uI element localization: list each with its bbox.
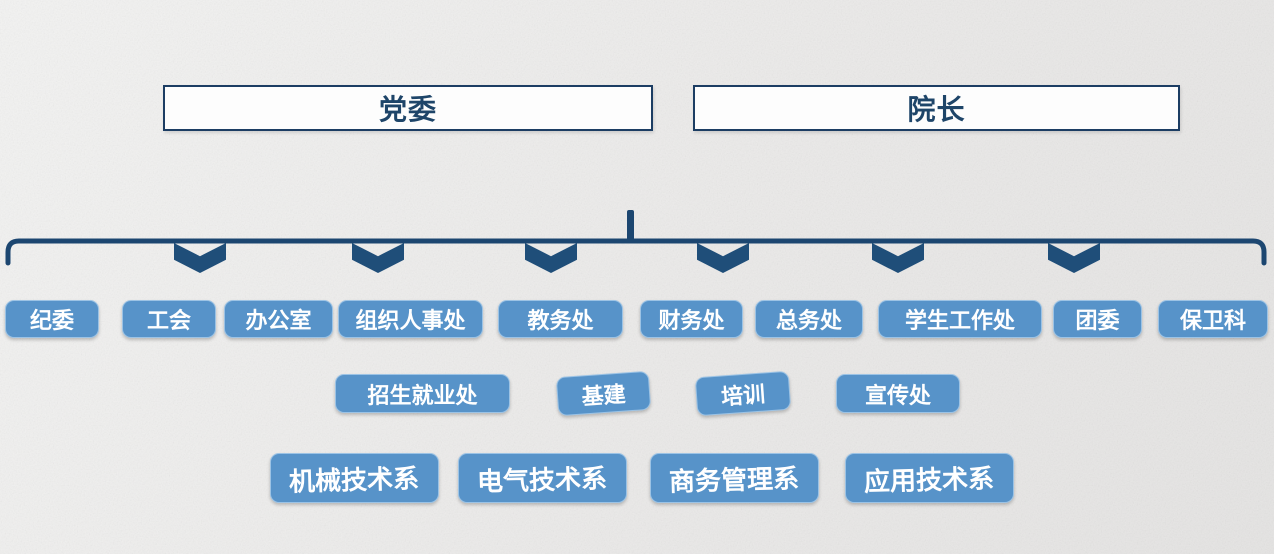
dept-box-security: 保卫科: [1158, 300, 1268, 338]
dept-box-general-office: 办公室: [224, 300, 333, 338]
dept-label: 应用技术系: [864, 462, 995, 497]
dept-box-labor-union: 工会: [122, 300, 216, 338]
dept-box-general-services: 总务处: [755, 300, 863, 338]
top-box-dean: 院长: [693, 85, 1180, 131]
chevron-down-icon: [872, 243, 924, 273]
chevron-down-icon: [174, 243, 226, 273]
chevron-down-icon: [525, 243, 577, 273]
dept-box-electrical-tech: 电气技术系: [458, 453, 627, 503]
dept-label: 机械技术系: [289, 462, 420, 497]
dept-box-training: 培训: [694, 370, 792, 417]
top-box-party-committee: 党委: [163, 85, 653, 131]
dept-box-org-personnel: 组织人事处: [338, 300, 483, 338]
dept-box-applied-tech: 应用技术系: [845, 453, 1014, 503]
dept-box-academic-affairs: 教务处: [498, 300, 623, 338]
dept-box-publicity: 宣传处: [836, 374, 960, 413]
dept-box-youth-league: 团委: [1053, 300, 1142, 338]
chevron-down-icon: [1048, 243, 1100, 273]
dept-box-discipline-committee: 纪委: [5, 300, 99, 338]
chevron-down-icon: [352, 243, 404, 273]
chevron-down-icon: [697, 243, 749, 273]
dept-box-infrastructure: 基建: [555, 370, 652, 417]
dept-label: 商务管理系: [669, 462, 800, 497]
dept-box-business-mgmt: 商务管理系: [650, 453, 819, 503]
dept-box-mechanical-tech: 机械技术系: [270, 453, 439, 503]
dept-box-finance: 财务处: [640, 300, 743, 338]
dept-box-admissions-employment: 招生就业处: [335, 374, 510, 413]
connector-bracket: [5, 210, 1267, 266]
dept-label: 电气技术系: [477, 462, 608, 497]
dept-box-student-affairs: 学生工作处: [878, 300, 1042, 338]
